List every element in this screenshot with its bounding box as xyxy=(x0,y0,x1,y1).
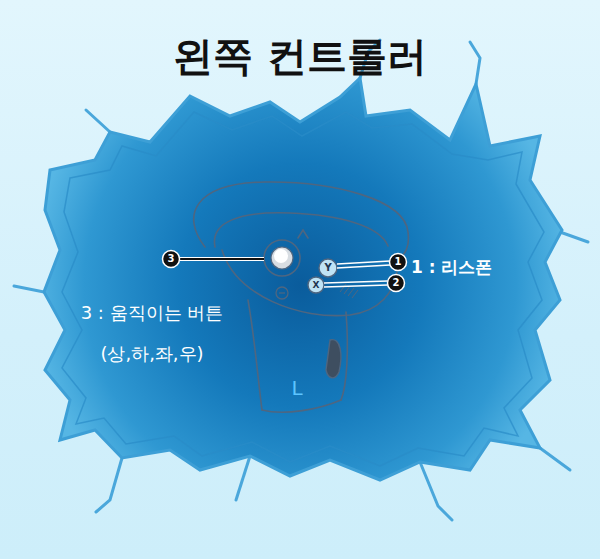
joystick-cap xyxy=(274,249,288,263)
part-note: (상,하,좌,우) xyxy=(100,344,203,365)
callout-circle xyxy=(388,275,405,292)
ring-inner xyxy=(214,213,388,247)
crack-line xyxy=(96,458,122,512)
crack-line xyxy=(470,42,480,84)
texture-line xyxy=(352,290,358,298)
crack-line xyxy=(86,110,110,132)
ring-outer xyxy=(194,182,409,258)
button-letter: Y xyxy=(324,262,331,274)
tracking-mark xyxy=(298,230,308,238)
handle-left xyxy=(248,300,262,410)
y-button xyxy=(319,259,337,277)
grip-trigger xyxy=(326,340,341,378)
x-button xyxy=(308,277,324,293)
leader-line xyxy=(180,258,264,260)
joystick-base xyxy=(271,247,293,269)
callout-number: 1 xyxy=(395,256,402,268)
callout-number: 2 xyxy=(393,277,400,289)
callout-circle xyxy=(390,254,407,271)
handle-bottom xyxy=(262,400,341,412)
title: 왼쪽 컨트롤러 xyxy=(173,33,427,79)
button-letter: X xyxy=(313,280,320,290)
callout-number: 3 xyxy=(168,253,175,265)
ice-rim xyxy=(62,112,544,466)
menu-icon xyxy=(279,292,285,293)
crack-lines xyxy=(14,40,588,520)
crack-line xyxy=(560,232,588,242)
crack-line xyxy=(540,448,570,470)
leader-line xyxy=(324,285,388,287)
texture-line xyxy=(344,286,350,294)
leader-line xyxy=(324,281,388,283)
part-label: 3 : 움직이는 버튼 xyxy=(81,303,224,324)
texture-line xyxy=(348,288,354,296)
side-letter: L xyxy=(291,377,302,400)
leader-line-halo xyxy=(180,257,264,261)
callout-circle xyxy=(163,251,180,268)
part-label: 1 : 리스폰 xyxy=(411,258,492,278)
crack-line xyxy=(14,286,44,292)
leader-line xyxy=(337,261,390,264)
crack-line xyxy=(236,456,250,500)
leader-line xyxy=(337,265,390,268)
handle-right xyxy=(341,312,347,400)
controller-outline xyxy=(194,182,409,412)
texture-line xyxy=(340,284,346,292)
ice-hole xyxy=(44,78,562,480)
crack-line xyxy=(420,462,452,520)
menu-button xyxy=(276,287,288,299)
joystick-ring xyxy=(264,240,300,276)
